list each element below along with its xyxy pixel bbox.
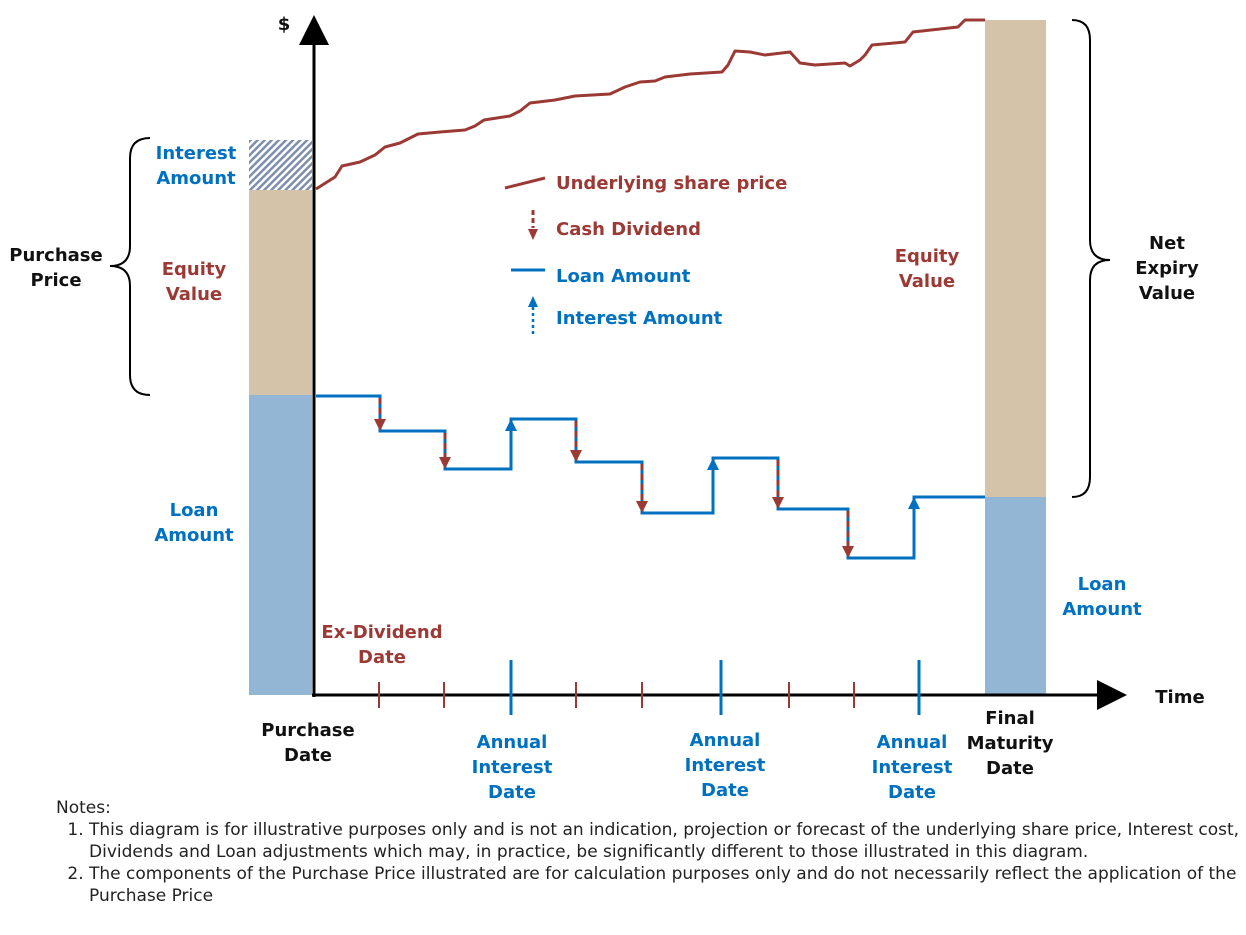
- interest-label-2: Amount: [156, 168, 236, 189]
- y-axis-label: $: [278, 14, 291, 35]
- interest-label: Interest: [156, 143, 237, 164]
- share-price-line: [315, 18, 985, 191]
- final-loan-block: [985, 497, 1046, 695]
- legend-loan: Loan Amount: [556, 266, 691, 287]
- note-item: This diagram is for illustrative purpose…: [89, 819, 1241, 863]
- purchase-date-label-2: Date: [284, 745, 332, 766]
- diagram-canvas: Underlying share price Cash Dividend Loa…: [9, 14, 1204, 803]
- ex-dividend-ticks: [378, 682, 855, 708]
- net-expiry-label: Net: [1149, 233, 1185, 254]
- purchase-price-label: Purchase: [9, 245, 102, 266]
- net-expiry-brace: [1071, 19, 1111, 498]
- interest-amount-block: [249, 140, 312, 190]
- note-item: The components of the Purchase Price ill…: [89, 863, 1241, 907]
- interest-date-ticks: [509, 660, 921, 715]
- final-loan-label: Loan: [1078, 574, 1127, 595]
- final-equity-block: [985, 20, 1046, 497]
- legend-interest: Interest Amount: [556, 308, 723, 329]
- annual-interest-label-2c: Date: [701, 780, 749, 800]
- loan-amount-block: [249, 395, 312, 695]
- loan-amount-line: [316, 394, 985, 560]
- annual-interest-label-1b: Interest: [472, 757, 553, 778]
- equity-label-2: Value: [166, 284, 222, 305]
- annual-interest-label-3b: Interest: [872, 757, 953, 778]
- annual-interest-label-2: Annual: [690, 730, 761, 751]
- loan-label: Loan: [170, 500, 219, 521]
- cash-dividend-arrows: [378, 398, 850, 547]
- annual-interest-label-3: Annual: [877, 732, 948, 753]
- notes: Notes: This diagram is for illustrative …: [56, 797, 1241, 907]
- annual-interest-label-3c: Date: [888, 782, 936, 800]
- final-equity-label: Equity: [895, 246, 960, 267]
- equity-label: Equity: [162, 259, 227, 280]
- legend-share-icon: [504, 176, 546, 190]
- final-equity-label-2: Value: [899, 271, 955, 292]
- interest-arrows: [509, 430, 916, 556]
- purchase-price-label-2: Price: [30, 270, 81, 291]
- final-maturity-label: Final: [985, 708, 1035, 729]
- purchase-price-brace: [109, 137, 151, 396]
- equity-value-block: [249, 190, 312, 395]
- annual-interest-label-1c: Date: [488, 782, 536, 800]
- annual-interest-label-2b: Interest: [685, 755, 766, 776]
- annual-interest-label-1: Annual: [477, 732, 548, 753]
- x-axis-label: Time: [1155, 687, 1204, 708]
- ex-dividend-label: Ex-Dividend: [321, 622, 442, 643]
- net-expiry-label-3: Value: [1139, 283, 1195, 304]
- final-maturity-label-3: Date: [986, 758, 1034, 779]
- loan-label-2: Amount: [154, 525, 234, 546]
- notes-title: Notes:: [56, 798, 111, 818]
- legend-dividend: Cash Dividend: [556, 219, 701, 240]
- legend-share-price: Underlying share price: [556, 173, 787, 194]
- ex-dividend-label-2: Date: [358, 647, 406, 668]
- final-maturity-label-2: Maturity: [967, 733, 1054, 754]
- purchase-date-label: Purchase: [261, 720, 354, 741]
- final-loan-label-2: Amount: [1062, 599, 1142, 620]
- net-expiry-label-2: Expiry: [1135, 258, 1199, 279]
